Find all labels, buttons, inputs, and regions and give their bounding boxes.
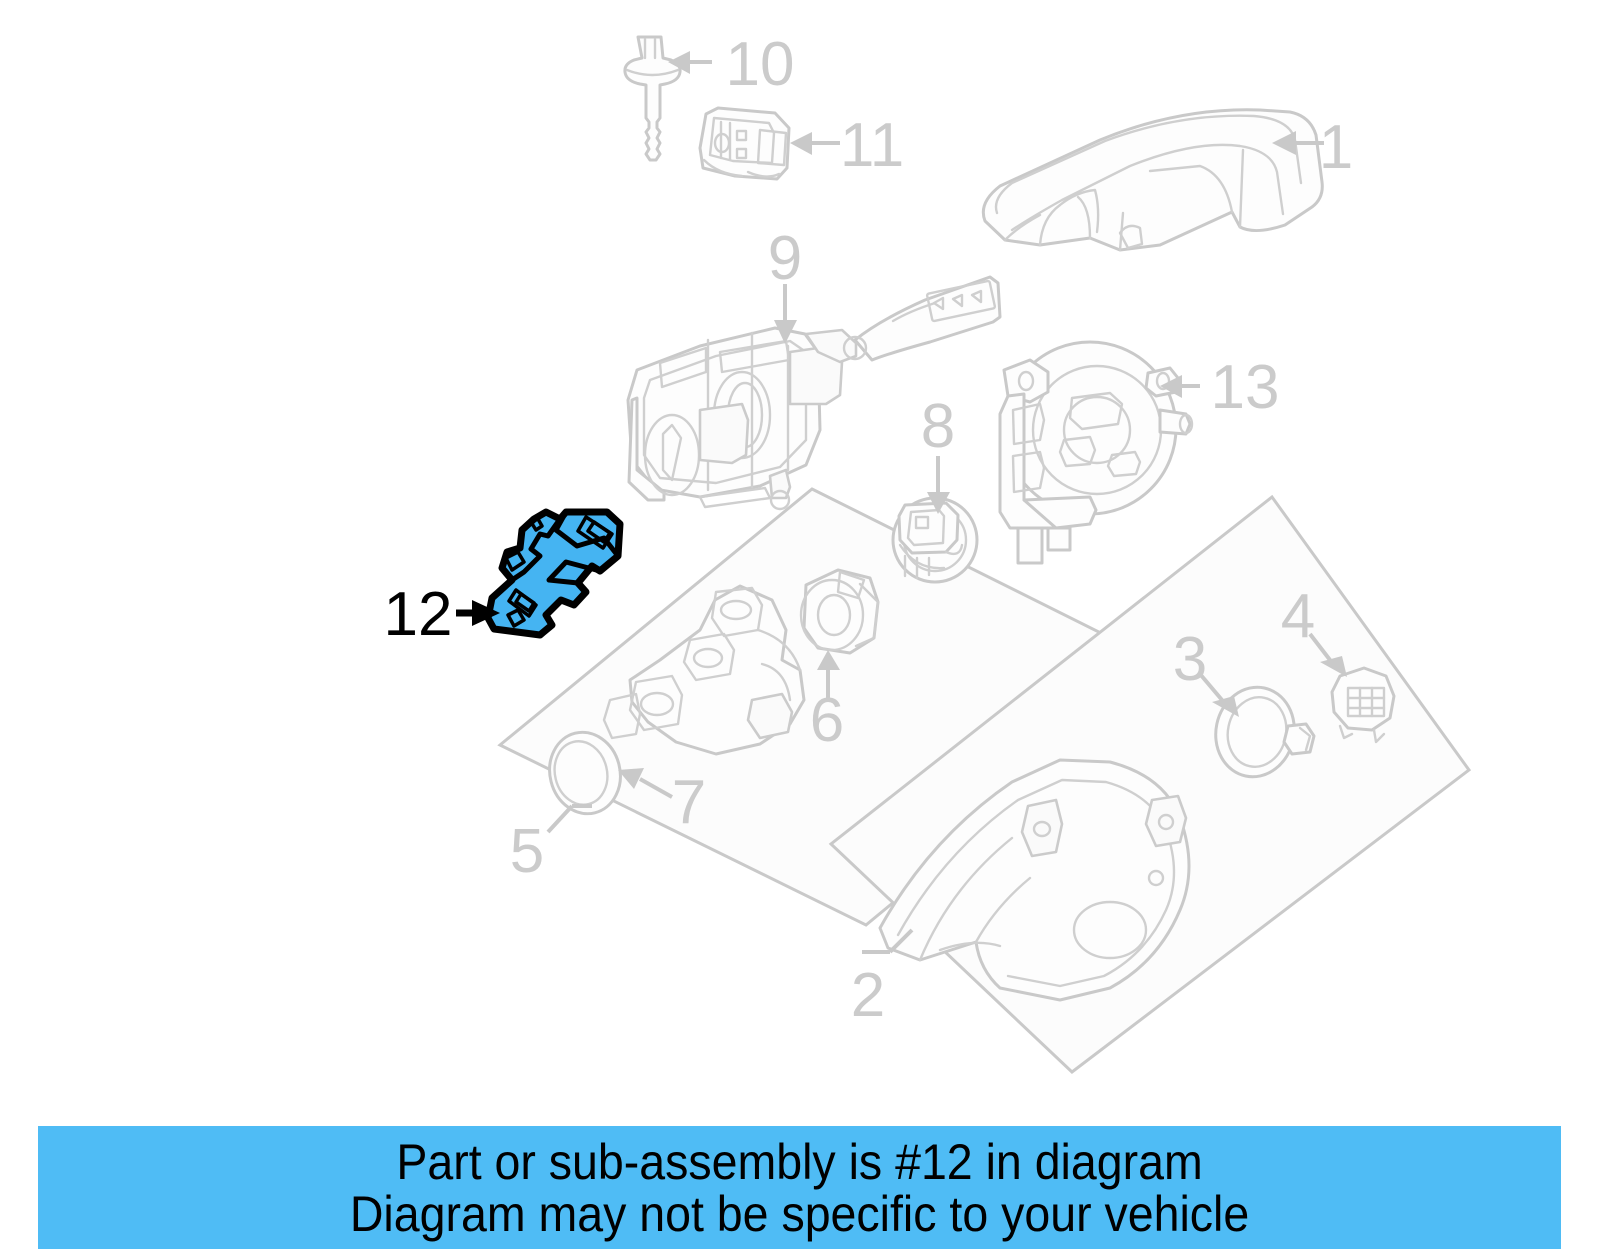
info-banner: Part or sub-assembly is #12 in diagram D… xyxy=(38,1126,1561,1249)
group-box-5 xyxy=(497,487,1178,927)
part-4-trim-cap xyxy=(1330,666,1396,744)
leader-13 xyxy=(1160,375,1200,398)
callout-label-7: 7 xyxy=(672,768,706,837)
callout-label-12: 12 xyxy=(384,580,453,649)
callout-label-2: 2 xyxy=(851,961,885,1030)
leader-12 xyxy=(456,600,500,626)
leader-8 xyxy=(927,456,950,514)
leader-4 xyxy=(1308,632,1347,677)
callout-label-5: 5 xyxy=(510,817,544,886)
leader-5 xyxy=(546,804,592,834)
banner-line-2: Diagram may not be specific to your vehi… xyxy=(349,1185,1250,1242)
leader-7 xyxy=(618,768,673,799)
callout-label-13: 13 xyxy=(1211,353,1280,422)
callout-label-10: 10 xyxy=(726,30,795,99)
callout-label-9: 9 xyxy=(768,224,802,293)
callout-label-8: 8 xyxy=(921,392,955,461)
part-12-switch-module-highlighted[interactable] xyxy=(484,508,624,639)
part-9-combination-switch xyxy=(626,275,1002,511)
leader-10 xyxy=(668,51,712,74)
leader-11 xyxy=(790,132,840,155)
callout-label-1: 1 xyxy=(1319,113,1353,182)
callout-label-3: 3 xyxy=(1173,625,1207,694)
part-13-clock-spring xyxy=(998,340,1194,565)
part-6-ignition-lock-cylinder xyxy=(799,568,880,655)
leader-2 xyxy=(862,928,914,954)
part-lower-column-cover xyxy=(878,758,1191,1002)
leader-1 xyxy=(1272,131,1324,155)
part-7-seal-ring xyxy=(548,730,622,816)
banner-line-1: Part or sub-assembly is #12 in diagram xyxy=(396,1133,1203,1190)
callout-label-6: 6 xyxy=(810,686,844,755)
part-8-lock-connector xyxy=(891,496,979,584)
leader-6 xyxy=(817,650,840,700)
part-1-upper-column-cover xyxy=(981,108,1324,252)
part-lock-housing xyxy=(602,584,806,756)
part-11-sensor-module xyxy=(698,106,791,181)
part-10-bolt xyxy=(623,35,682,162)
callout-label-11: 11 xyxy=(840,111,904,180)
leader-9 xyxy=(774,284,797,344)
callout-label-4: 4 xyxy=(1281,582,1315,651)
leader-3 xyxy=(1198,672,1239,717)
